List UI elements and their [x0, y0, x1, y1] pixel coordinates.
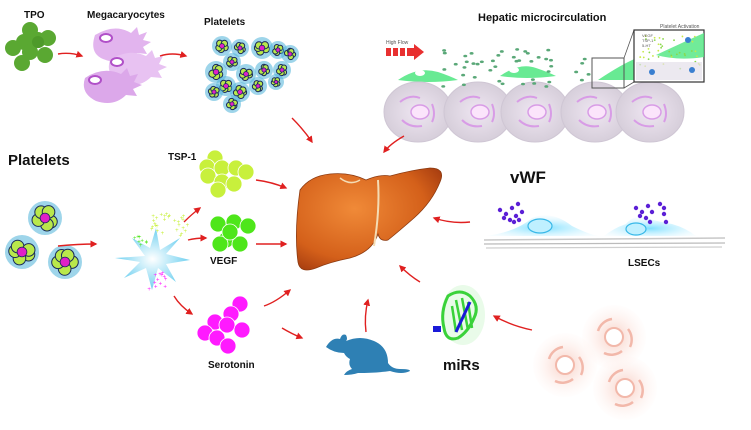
arrow [183, 207, 202, 223]
tpo-cluster-icon [5, 22, 56, 71]
arrows [57, 50, 533, 340]
svg-text:+: + [180, 232, 184, 238]
inset-legend-vegf: VEGF [642, 33, 653, 38]
svg-text:+: + [173, 218, 177, 224]
inset-legend-tsp1: TSP-1 [642, 38, 654, 43]
svg-text:+: + [181, 226, 185, 232]
arrow [383, 135, 405, 154]
arrow [492, 315, 533, 331]
svg-text:+: + [151, 214, 155, 220]
svg-text:+: + [147, 287, 151, 293]
high-flow-arrow-icon [386, 44, 424, 60]
hepatic-microcirculation-illustration [383, 29, 705, 143]
svg-text:+: + [150, 227, 154, 233]
svg-text:+: + [155, 224, 159, 230]
arrow [291, 117, 313, 144]
svg-text:+: + [179, 234, 183, 240]
liver-icon [296, 167, 443, 271]
svg-text:+: + [136, 234, 140, 240]
inset-legend-5ht: 5-HT [642, 43, 651, 48]
svg-text:+: + [133, 236, 137, 242]
label-platelets-left: Platelets [8, 152, 70, 169]
label-megakaryocytes: Megacaryocytes [87, 10, 165, 21]
label-serotonin: Serotonin [208, 360, 255, 371]
svg-text:+: + [155, 216, 159, 222]
svg-text:+: + [161, 231, 165, 237]
svg-text:+: + [145, 239, 149, 245]
svg-text:+: + [180, 216, 184, 222]
svg-text:+: + [161, 271, 165, 277]
svg-text:+: + [175, 228, 179, 234]
svg-text:+: + [177, 223, 181, 229]
arrow [432, 216, 471, 224]
arrow [57, 240, 98, 248]
arrow [281, 327, 304, 340]
platelets-cluster-left-icon [5, 201, 82, 279]
pink-cells-illustration [533, 305, 657, 420]
arrow [159, 51, 188, 58]
label-platelets-top: Platelets [204, 17, 246, 28]
svg-text:+: + [181, 218, 185, 224]
activation-starburst-icon [115, 228, 190, 290]
svg-text:+: + [156, 229, 160, 235]
svg-text:+: + [138, 235, 142, 241]
megakaryocytes-icon [83, 27, 167, 103]
svg-text:+: + [139, 243, 143, 249]
svg-text:+: + [163, 214, 167, 220]
svg-text:+: + [156, 278, 160, 284]
arrow [399, 265, 421, 283]
svg-text:+: + [177, 220, 181, 226]
svg-text:+: + [153, 222, 157, 228]
svg-text:+: + [167, 215, 171, 221]
label-tpo: TPO [24, 10, 45, 21]
svg-text:+: + [151, 225, 155, 231]
arrow [363, 298, 371, 333]
arrow [263, 289, 292, 307]
arrow [187, 234, 208, 242]
label-platelet-activation: Platelet Activation [660, 24, 700, 30]
svg-text:+: + [160, 273, 164, 279]
svg-text:+: + [182, 214, 186, 220]
mouse-icon [326, 334, 410, 375]
svg-text:+: + [154, 284, 158, 290]
label-tsp1: TSP-1 [168, 152, 197, 163]
vegf-cluster-icon [209, 213, 257, 253]
arrow [173, 295, 194, 315]
serotonin-cluster-icon [196, 295, 251, 355]
svg-text:+: + [164, 277, 168, 283]
svg-text:+: + [186, 223, 190, 229]
svg-text:+: + [140, 238, 144, 244]
svg-text:+: + [168, 214, 172, 220]
svg-text:+: + [152, 219, 156, 225]
svg-text:+: + [153, 273, 157, 279]
svg-text:+: + [163, 285, 167, 291]
svg-text:+: + [183, 229, 187, 235]
lsec-illustration [483, 201, 726, 249]
label-lsecs: LSECs [628, 258, 661, 269]
label-hepatic-microcirculation: Hepatic microcirculation [478, 12, 607, 24]
mirs-protein-icon [433, 285, 485, 345]
label-vwf: vWF [510, 168, 546, 187]
svg-text:+: + [137, 239, 141, 245]
arrow [255, 179, 288, 190]
svg-text:+: + [145, 241, 149, 247]
svg-text:+: + [154, 223, 158, 229]
svg-text:+: + [159, 282, 163, 288]
platelets-cluster-top-icon [205, 36, 299, 113]
svg-text:+: + [165, 212, 169, 218]
tsp1-cluster-icon [198, 149, 255, 199]
arrow [57, 50, 84, 58]
label-vegf: VEGF [210, 256, 238, 267]
label-mirs: miRs [443, 357, 480, 374]
label-high-flow: High Flow [386, 40, 409, 46]
svg-text:+: + [163, 218, 167, 224]
svg-text:+: + [158, 272, 162, 278]
svg-text:+: + [153, 281, 157, 287]
svg-text:+: + [162, 274, 166, 280]
inset-legend: VEGF TSP-1 5-HT [642, 33, 653, 48]
svg-text:+: + [160, 213, 164, 219]
